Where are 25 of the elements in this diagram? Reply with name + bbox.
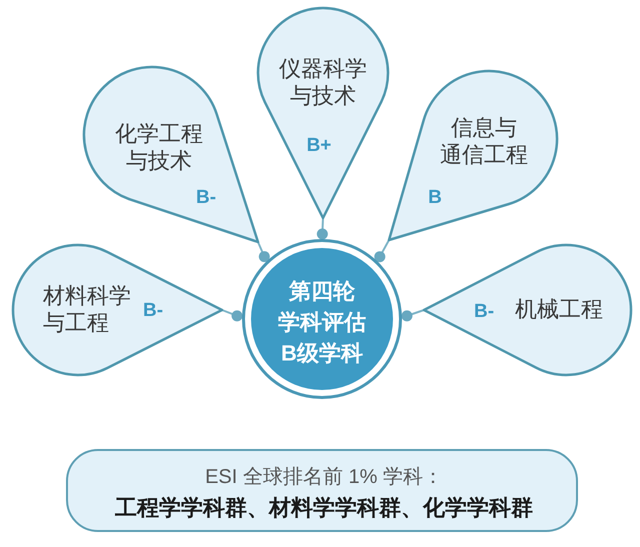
connector-line [222, 309, 243, 322]
subject-name: 仪器科学与技术 [279, 55, 367, 109]
connector-line [316, 218, 328, 240]
grade-label: B [428, 187, 442, 209]
subject-name: 信息与通信工程 [440, 114, 528, 168]
subject-name: 化学工程与技术 [115, 120, 203, 174]
grade-label: B+ [306, 135, 332, 157]
subject-name: 材料科学与工程 [43, 282, 131, 336]
subject-name: 机械工程 [515, 296, 603, 322]
teardrop-bubble [82, 65, 260, 244]
connector-line [257, 242, 270, 262]
grade-label: B- [474, 301, 494, 323]
grade-label: B- [196, 187, 216, 209]
info-panel [66, 449, 578, 532]
hub-circle [240, 237, 404, 401]
grade-label: B- [142, 300, 164, 322]
teardrop-bubble [256, 6, 390, 220]
teardrop-bubble [11, 243, 224, 377]
hub-title: 第四轮学科评估B级学科 [278, 278, 366, 368]
info-heading: ESI 全球排名前 1% 学科： [205, 464, 443, 490]
connector-line [374, 240, 390, 262]
info-text: 工程学学科群、材料学学科群、化学学科群 [115, 494, 533, 522]
teardrop-bubble [387, 69, 559, 242]
connector-line [401, 309, 424, 322]
teardrop-bubble [422, 243, 633, 377]
